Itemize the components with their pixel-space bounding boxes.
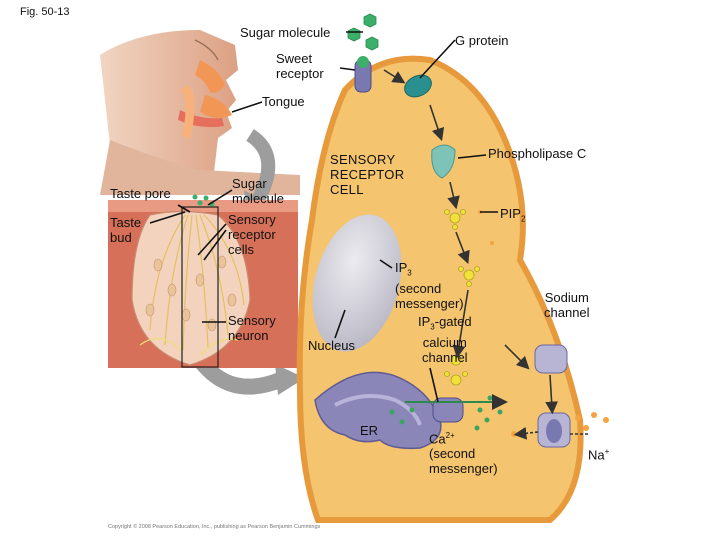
label-na: Na+ bbox=[588, 447, 610, 463]
label-g-protein: G protein bbox=[455, 33, 509, 48]
label-sodium-channel: Sodium channel bbox=[544, 290, 590, 320]
figure-number: Fig. 50-13 bbox=[20, 6, 70, 18]
label-ip3: IP3 (second messenger) bbox=[395, 260, 464, 311]
label-sensory-neuron: Sensory neuron bbox=[228, 313, 276, 343]
calcium-ions bbox=[389, 395, 503, 431]
leader-lines bbox=[149, 31, 498, 403]
sweet-receptor bbox=[354, 56, 372, 93]
label-sugar-molecule-bud: Sugar molecule bbox=[232, 176, 285, 206]
label-phospholipase-c: Phospholipase C bbox=[488, 146, 587, 161]
sodium-channels bbox=[534, 344, 571, 448]
label-taste-pore: Taste pore bbox=[110, 186, 171, 201]
g-protein bbox=[404, 74, 432, 98]
label-tongue: Tongue bbox=[262, 94, 305, 109]
label-ip3-gated-calcium-channel: IP3-gated calcium channel bbox=[418, 314, 472, 365]
endoplasmic-reticulum bbox=[314, 371, 442, 450]
taste-bud-illustration bbox=[108, 194, 298, 368]
label-pip2: PIP2 bbox=[500, 206, 526, 224]
label-sugar-molecule-top: Sugar molecule bbox=[240, 25, 331, 40]
copyright-notice: Copyright © 2008 Pearson Education, Inc.… bbox=[108, 524, 321, 530]
ip3-gated-calcium-channel bbox=[432, 397, 464, 423]
label-sensory-receptor-cells: Sensory receptor cells bbox=[228, 212, 276, 257]
label-sweet-receptor: Sweet receptor bbox=[276, 51, 324, 81]
label-ca2: Ca2+ (second messenger) bbox=[429, 431, 498, 477]
ip3-molecules bbox=[444, 209, 480, 386]
label-er: ER bbox=[360, 423, 379, 438]
label-taste-bud: Taste bud bbox=[110, 215, 142, 245]
nucleus bbox=[312, 214, 402, 352]
phospholipase-c bbox=[431, 144, 456, 179]
label-nucleus: Nucleus bbox=[308, 338, 355, 353]
face-illustration bbox=[100, 30, 300, 195]
label-sensory-receptor-cell: SENSORY RECEPTOR CELL bbox=[330, 152, 405, 197]
pathway-arrows bbox=[383, 69, 588, 440]
